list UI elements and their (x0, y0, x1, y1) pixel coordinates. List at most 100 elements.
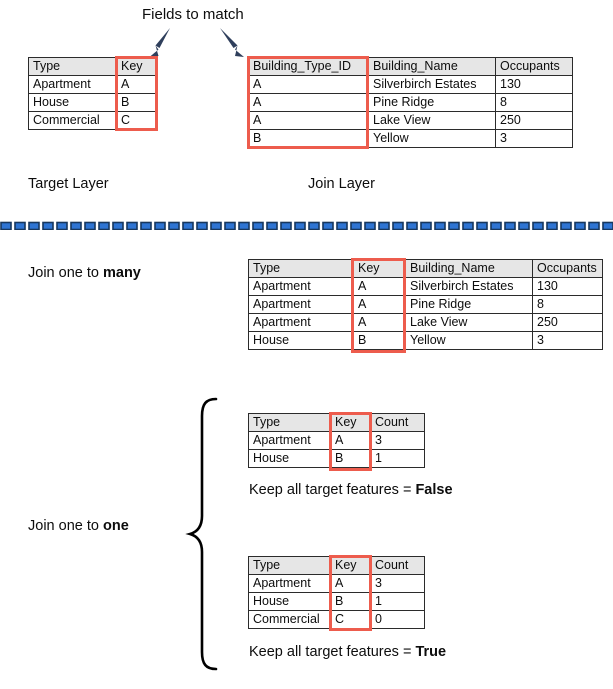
cell-occupants: 130 (532, 277, 603, 296)
column-header: Key (353, 259, 406, 278)
table-header-row: Type Key Count (248, 413, 425, 432)
cell-type: House (248, 331, 354, 350)
column-header: Type (248, 413, 331, 432)
cell-key: B (330, 449, 371, 468)
cell-count: 3 (370, 574, 425, 593)
join-one-to-many-label: Join one to many (28, 265, 141, 282)
cell-occupants: 3 (532, 331, 603, 350)
table-row: House B 1 (248, 449, 425, 468)
cell-key: A (330, 431, 371, 450)
arrow-down-left-icon (149, 28, 170, 57)
keep-all-prefix: Keep all target features = (249, 644, 416, 660)
join-one-to-many-prefix: Join one to (28, 265, 103, 281)
cell-building-name: Silverbirch Estates (405, 277, 533, 296)
cell-building-type-id: A (248, 93, 369, 112)
cell-count: 1 (370, 449, 425, 468)
cell-count: 3 (370, 431, 425, 450)
column-header: Occupants (495, 57, 573, 76)
table-row: Apartment A 3 (248, 574, 425, 593)
table-row: A Silverbirch Estates 130 (248, 75, 573, 94)
cell-type: House (248, 449, 331, 468)
cell-type: House (28, 93, 117, 112)
table-row: A Lake View 250 (248, 111, 573, 130)
cell-building-name: Pine Ridge (405, 295, 533, 314)
cell-occupants: 250 (495, 111, 573, 130)
join-one-to-one-label: Join one to one (28, 518, 129, 535)
cell-type: Apartment (248, 295, 354, 314)
column-header: Key (330, 556, 371, 575)
cell-key: A (353, 277, 406, 296)
cell-key: A (330, 574, 371, 593)
cell-key: B (330, 592, 371, 611)
table-row: Apartment A Pine Ridge 8 (248, 295, 603, 314)
join-one-to-one-prefix: Join one to (28, 518, 103, 534)
table-row: A Pine Ridge 8 (248, 93, 573, 112)
cell-count: 1 (370, 592, 425, 611)
keep-all-prefix: Keep all target features = (249, 482, 416, 498)
cell-occupants: 8 (495, 93, 573, 112)
join-layer-table: Building_Type_ID Building_Name Occupants… (248, 57, 573, 148)
cell-type: Commercial (248, 610, 331, 629)
column-header: Key (330, 413, 371, 432)
column-header: Building_Name (368, 57, 496, 76)
table-row: Commercial C (28, 111, 157, 130)
cell-building-name: Yellow (405, 331, 533, 350)
keep-all-value: False (415, 482, 453, 498)
table-row: Apartment A (28, 75, 157, 94)
column-header: Count (370, 556, 425, 575)
cell-occupants: 250 (532, 313, 603, 332)
cell-building-type-id: A (248, 75, 369, 94)
cell-type: Apartment (248, 431, 331, 450)
cell-type: Apartment (248, 313, 354, 332)
cell-occupants: 130 (495, 75, 573, 94)
column-header: Occupants (532, 259, 603, 278)
cell-building-type-id: A (248, 111, 369, 130)
join-one-to-many-emphasis: many (102, 265, 141, 281)
cell-occupants: 8 (532, 295, 603, 314)
cell-building-name: Lake View (405, 313, 533, 332)
one-to-one-true-table: Type Key Count Apartment A 3 House B 1 C… (248, 556, 425, 629)
table-row: Commercial C 0 (248, 610, 425, 629)
table-row: Apartment A 3 (248, 431, 425, 450)
curly-brace-icon (185, 397, 218, 671)
column-header: Type (28, 57, 117, 76)
dashed-divider-icon (0, 219, 613, 230)
table-header-row: Type Key (28, 57, 157, 76)
cell-building-name: Lake View (368, 111, 496, 130)
one-to-one-false-table: Type Key Count Apartment A 3 House B 1 (248, 413, 425, 468)
cell-occupants: 3 (495, 129, 573, 148)
table-row: Apartment A Lake View 250 (248, 313, 603, 332)
cell-key: A (353, 295, 406, 314)
cell-key: B (353, 331, 406, 350)
table-row: B Yellow 3 (248, 129, 573, 148)
cell-key: C (330, 610, 371, 629)
keep-all-value: True (415, 644, 447, 660)
keep-all-false-label: Keep all target features = False (249, 482, 453, 499)
cell-building-name: Silverbirch Estates (368, 75, 496, 94)
table-row: Apartment A Silverbirch Estates 130 (248, 277, 603, 296)
column-header: Count (370, 413, 425, 432)
cell-building-type-id: B (248, 129, 369, 148)
cell-type: Apartment (28, 75, 117, 94)
cell-key: A (116, 75, 157, 94)
cell-building-name: Yellow (368, 129, 496, 148)
keep-all-true-label: Keep all target features = True (249, 644, 446, 661)
arrow-down-right-icon (220, 28, 244, 57)
join-layer-label: Join Layer (308, 176, 375, 192)
table-header-row: Building_Type_ID Building_Name Occupants (248, 57, 573, 76)
cell-type: Apartment (248, 574, 331, 593)
cell-key: C (116, 111, 157, 130)
table-header-row: Type Key Count (248, 556, 425, 575)
join-one-to-one-emphasis: one (102, 518, 129, 534)
cell-building-name: Pine Ridge (368, 93, 496, 112)
cell-type: House (248, 592, 331, 611)
column-header: Building_Type_ID (248, 57, 369, 76)
column-header: Type (248, 556, 331, 575)
table-row: House B Yellow 3 (248, 331, 603, 350)
column-header: Key (116, 57, 157, 76)
cell-key: A (353, 313, 406, 332)
target-layer-label: Target Layer (28, 176, 109, 192)
column-header: Type (248, 259, 354, 278)
target-layer-table: Type Key Apartment A House B Commercial … (28, 57, 157, 130)
cell-key: B (116, 93, 157, 112)
